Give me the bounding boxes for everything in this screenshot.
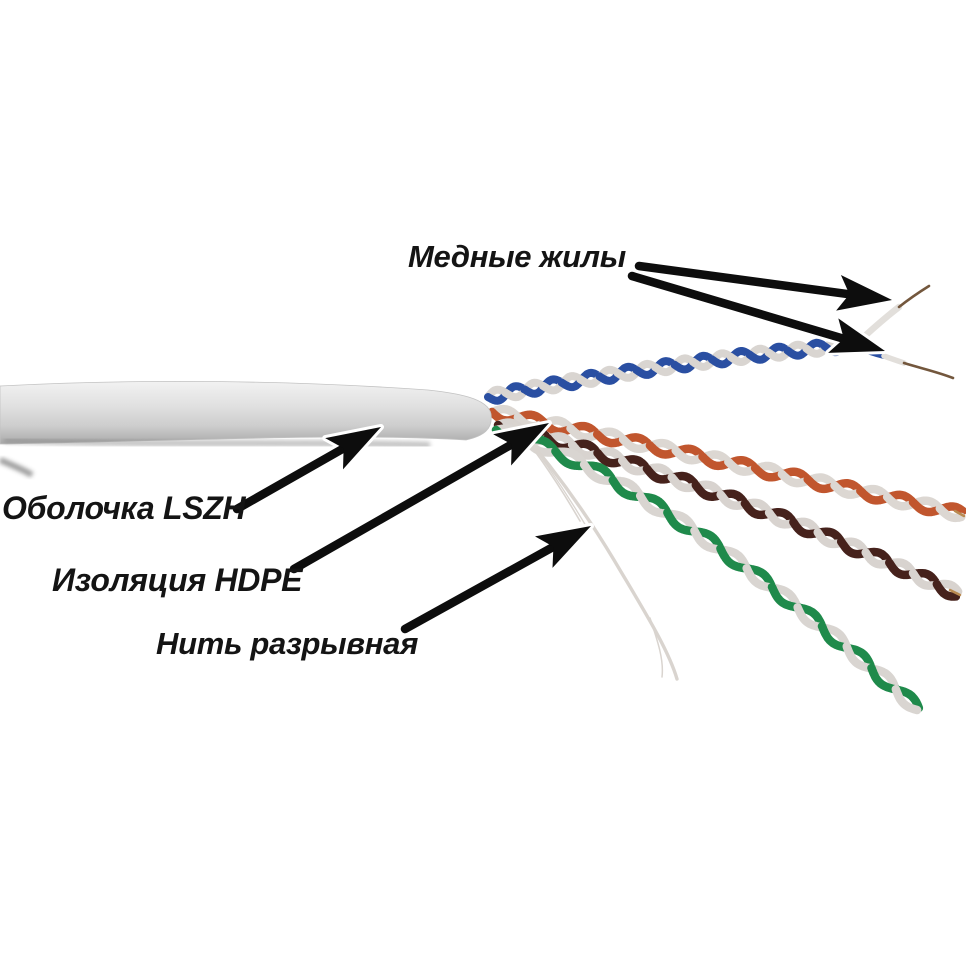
label-sheath-lszh: Оболочка LSZH: [2, 490, 246, 526]
copper-fleck-brown: [948, 588, 962, 597]
arrow-ripcord: [397, 523, 594, 637]
jacket-body: [0, 380, 492, 445]
copper-tip-lower: [902, 361, 955, 380]
arrow-sheath: [229, 424, 384, 517]
rip-cord-strand-1: [513, 422, 679, 681]
arrow-copper-lower: [624, 268, 888, 356]
jacket-ground-shadow: [0, 457, 34, 478]
cable-jacket: [0, 380, 492, 478]
white-wire-tail-lower: [881, 353, 907, 366]
twisted-pairs-layer: [484, 335, 966, 715]
copper-tip-upper: [897, 284, 931, 309]
pair-blue: [484, 335, 860, 405]
arrow-insulation: [286, 420, 552, 577]
copper-fleck-orange: [953, 509, 966, 518]
label-insulation-hdpe: Изоляция HDPE: [52, 562, 303, 598]
arrow-copper-upper: [631, 258, 895, 314]
pair-green: [491, 424, 924, 715]
callout-arrows-layer: [229, 258, 895, 637]
label-rip-cord: Нить разрывная: [156, 626, 419, 661]
label-copper-conductors: Медные жилы: [408, 239, 626, 274]
rip-cord-strand-4: [649, 617, 664, 678]
jacket-bottom-shadow: [3, 436, 431, 449]
